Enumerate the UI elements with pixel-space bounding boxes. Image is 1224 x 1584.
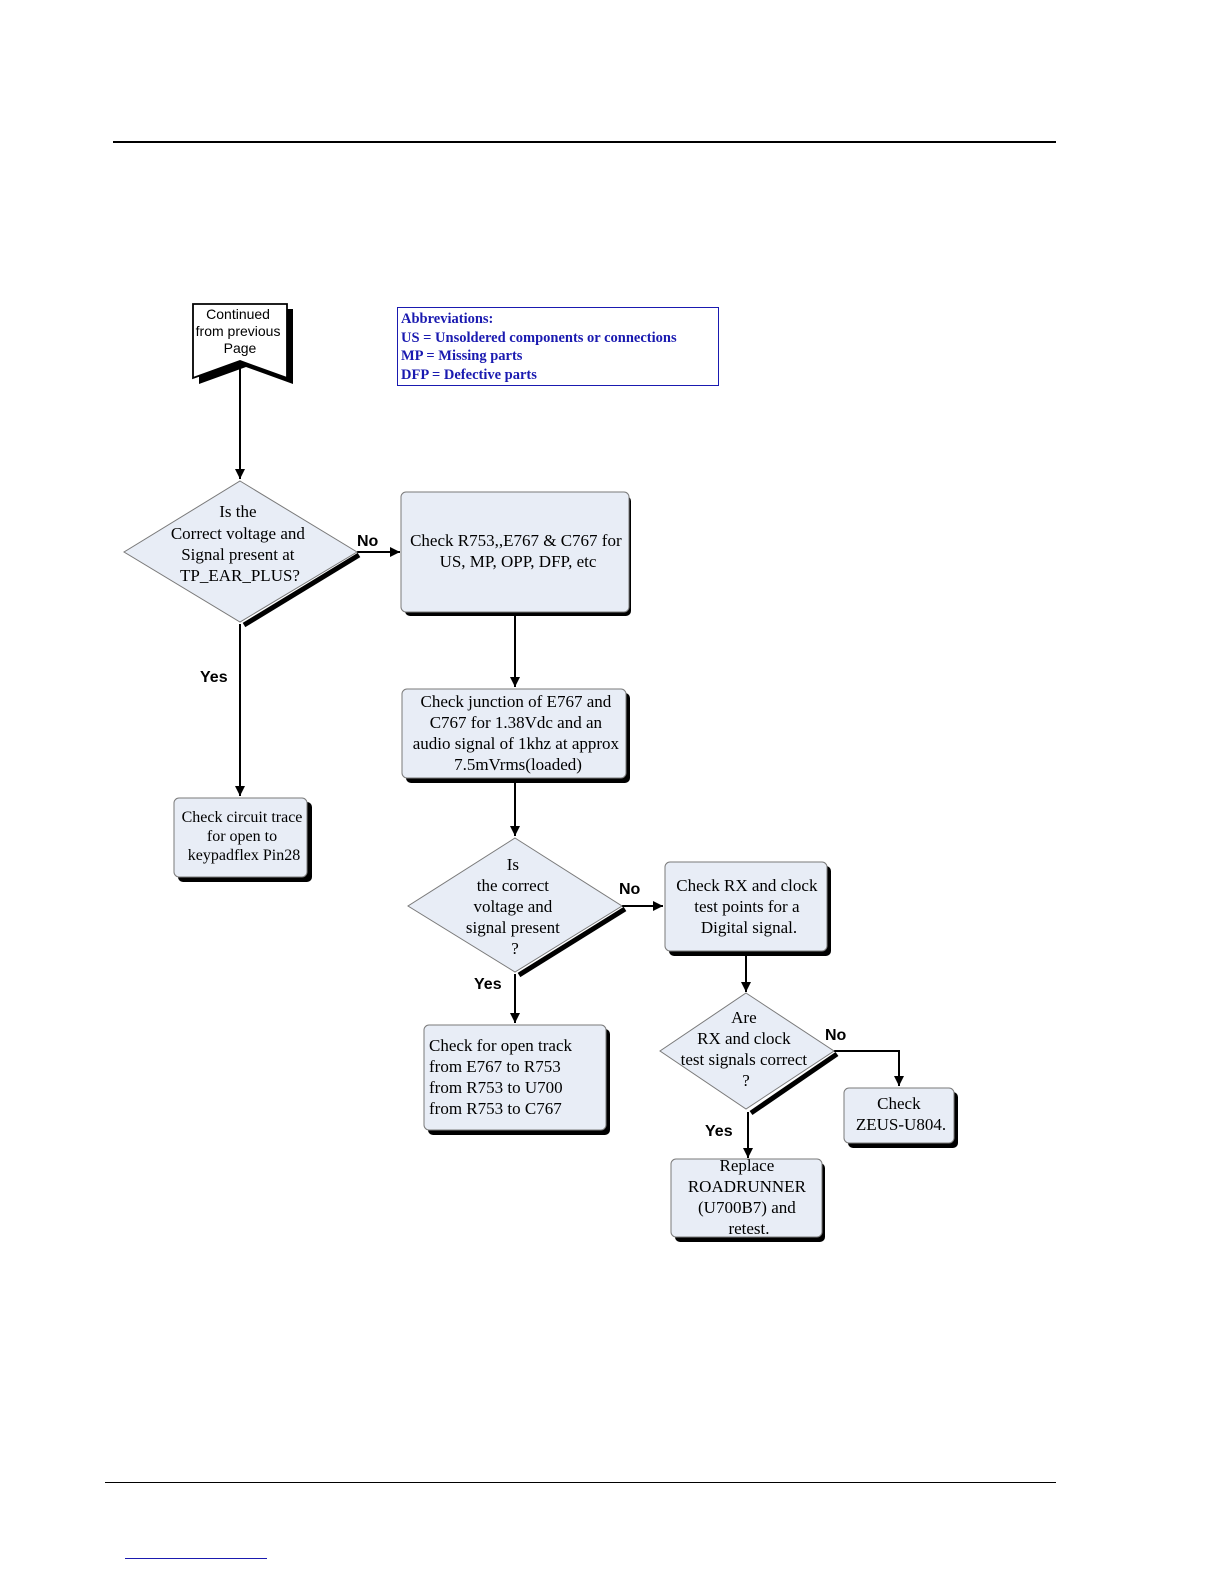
track-line-2: from E767 to R753 xyxy=(429,1057,561,1076)
junction-line-3: audio signal of 1khz at approx xyxy=(413,734,620,753)
svg-text:Check RX and clock test: Check RX and clock test points for a Dig… xyxy=(676,876,821,937)
rx-line-3: Digital signal. xyxy=(701,918,797,937)
decision3-line-3: test signals correct xyxy=(681,1050,808,1069)
svg-text:Check R753,,E767 & C767 for: Check R753,,E767 & C767 for US, MP, OPP,… xyxy=(410,531,626,571)
process-rx-clock: Check RX and clock test points for a Dig… xyxy=(664,861,831,956)
abbreviation-us: US = Unsoldered components or connection… xyxy=(401,329,677,346)
start-line-2: from previous xyxy=(196,323,281,339)
abbreviations-box: Abbreviations: US = Unsoldered component… xyxy=(397,307,719,386)
start-offpage-connector: Continued from previous Page xyxy=(192,303,293,384)
decision1-line-1: Is the xyxy=(219,502,256,521)
footer-rule xyxy=(105,1482,1056,1483)
rx-line-2: test points for a xyxy=(694,897,800,916)
process-circuit-trace: Check circuit trace for open to keypadfl… xyxy=(173,797,312,882)
arrow-decision3-no xyxy=(834,1050,904,1086)
label-no-3: No xyxy=(825,1027,847,1044)
process-open-track: Check for open track from E767 to R753 f… xyxy=(423,1024,610,1135)
roadrunner-line-4: retest. xyxy=(728,1219,769,1238)
label-yes-1: Yes xyxy=(200,669,228,686)
header-rule xyxy=(113,141,1056,143)
svg-text:Check circuit trace for: Check circuit trace for open to keypadfl… xyxy=(182,809,307,864)
abbreviation-mp: MP = Missing parts xyxy=(401,348,523,364)
abbreviation-dfp: DFP = Defective parts xyxy=(401,366,537,383)
decision2-line-3: voltage and xyxy=(473,897,552,916)
svg-text:Check junction of E767 and: Check junction of E767 and C767 for 1.38… xyxy=(413,692,624,774)
process-zeus: Check ZEUS-U804. xyxy=(843,1087,958,1148)
trace-line-2: for open to xyxy=(207,828,277,845)
decision3-line-4: ? xyxy=(742,1071,750,1090)
decision1-line-4: TP_EAR_PLUS? xyxy=(180,566,300,585)
svg-text:Is the Correct voltage a: Is the Correct voltage and Signal presen… xyxy=(171,502,309,585)
svg-text:Is the correct vol: Is the correct voltage and signal presen… xyxy=(466,855,564,958)
label-yes-2: Yes xyxy=(474,976,502,993)
decision-voltage-signal: Is the correct voltage and signal presen… xyxy=(407,837,627,978)
trace-line-3: keypadflex Pin28 xyxy=(188,847,300,864)
footer-link-underline xyxy=(125,1558,267,1559)
junction-line-4: 7.5mVrms(loaded) xyxy=(454,755,582,774)
decision1-line-2: Correct voltage and xyxy=(171,524,306,543)
junction-line-1: Check junction of E767 and xyxy=(421,692,612,711)
r753-line-2: US, MP, OPP, DFP, etc xyxy=(440,552,597,571)
decision2-line-4: signal present xyxy=(466,918,560,937)
abbreviations-title: Abbreviations: xyxy=(401,311,494,327)
svg-text:Check ZEUS-U804.: Check ZEUS-U804. xyxy=(856,1094,946,1134)
label-no-2: No xyxy=(619,881,641,898)
label-yes-3: Yes xyxy=(705,1123,733,1140)
decision3-line-1: Are xyxy=(731,1008,756,1027)
trace-line-1: Check circuit trace xyxy=(182,809,303,826)
roadrunner-line-3: (U700B7) and xyxy=(698,1198,796,1217)
roadrunner-line-1: Replace xyxy=(720,1156,775,1175)
process-check-r753: Check R753,,E767 & C767 for US, MP, OPP,… xyxy=(400,491,631,616)
decision-tp-ear-plus: Is the Correct voltage and Signal presen… xyxy=(123,480,361,628)
track-line-4: from R753 to C767 xyxy=(429,1099,562,1118)
decision3-line-2: RX and clock xyxy=(697,1029,791,1048)
svg-text:Replace ROADRUNNER: Replace ROADRUNNER (U700B7) and retest. xyxy=(688,1156,810,1238)
process-check-junction: Check junction of E767 and C767 for 1.38… xyxy=(401,688,630,783)
zeus-line-1: Check xyxy=(877,1094,921,1113)
process-roadrunner: Replace ROADRUNNER (U700B7) and retest. xyxy=(670,1156,825,1242)
decision2-line-5: ? xyxy=(511,939,519,958)
svg-text:Are RX and clock t: Are RX and clock test signals correct ? xyxy=(681,1008,812,1090)
label-no-1: No xyxy=(357,533,379,550)
svg-text:Continued from previous: Continued from previous Page xyxy=(196,306,285,356)
connectors xyxy=(235,366,904,1158)
zeus-line-2: ZEUS-U804. xyxy=(856,1115,946,1134)
roadrunner-line-2: ROADRUNNER xyxy=(688,1177,807,1196)
r753-line-1: Check R753,,E767 & C767 for xyxy=(410,531,622,550)
decision-rx-clock-correct: Are RX and clock test signals correct ? xyxy=(659,992,839,1116)
track-line-3: from R753 to U700 xyxy=(429,1078,563,1097)
start-line-3: Page xyxy=(224,340,257,356)
decision2-line-1: Is xyxy=(507,855,519,874)
start-line-1: Continued xyxy=(206,306,270,322)
rx-line-1: Check RX and clock xyxy=(676,876,818,895)
decision2-line-2: the correct xyxy=(477,876,549,895)
track-line-1: Check for open track xyxy=(429,1036,573,1055)
svg-text:Check for open track fro: Check for open track from E767 to R753 f… xyxy=(429,1036,576,1118)
decision1-line-3: Signal present at xyxy=(181,545,295,564)
junction-line-2: C767 for 1.38Vdc and an xyxy=(430,713,603,732)
